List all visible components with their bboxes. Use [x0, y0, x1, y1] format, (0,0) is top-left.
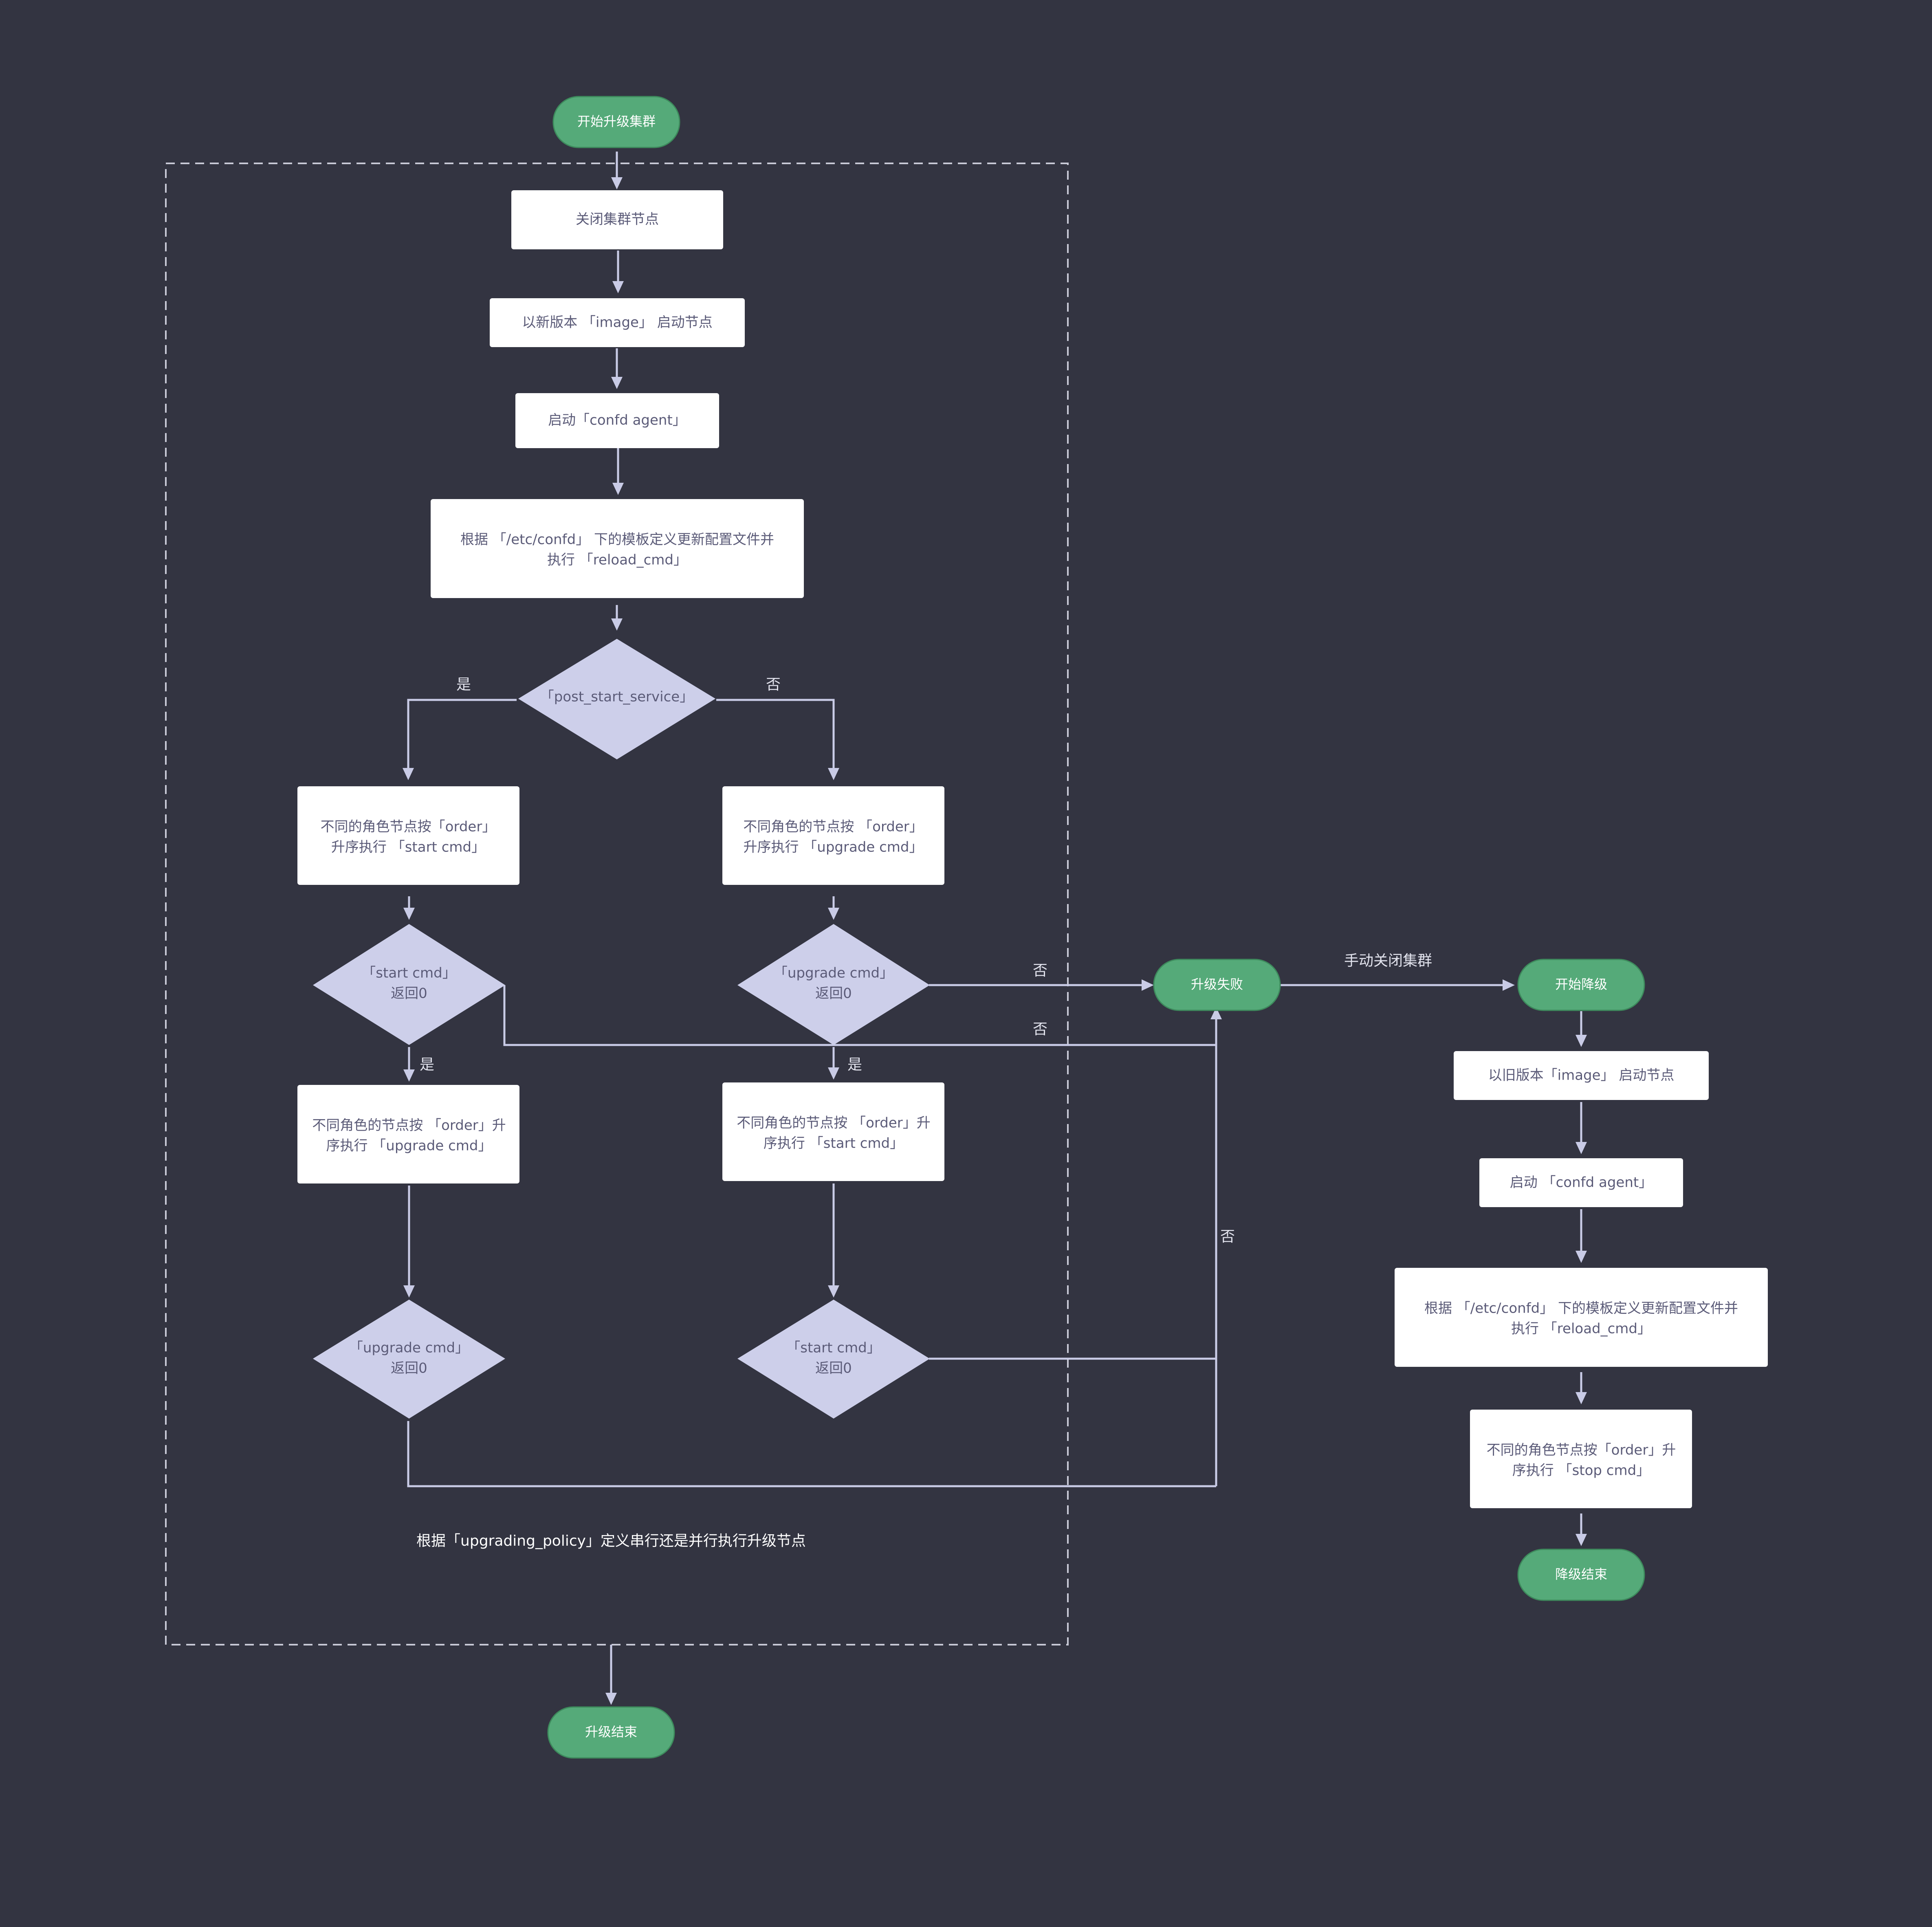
start-downgrade-label: 开始降级: [1555, 977, 1607, 992]
start-confd-process: 启动「confd agent」: [515, 393, 719, 448]
reload-config-2-process: 根据 「/etc/confd」 下的模板定义更新配置文件并 执行 「reload…: [1395, 1268, 1768, 1367]
arrowhead: [1576, 1035, 1587, 1047]
upgrade-group-frame: [165, 163, 1069, 1645]
group-note: 根据「upgrading_policy」定义串行还是并行执行升级节点: [416, 1533, 806, 1549]
start-cmd-bottom-line-2: 返回0: [815, 1360, 852, 1377]
left-start-cmd-process: 不同的角色节点按「order」 升序执行 「start cmd」: [297, 786, 519, 885]
reload-config-line-2: 执行 「reload_cmd」: [547, 552, 687, 568]
upgrade-end-label: 升级结束: [585, 1724, 637, 1740]
arrowhead: [611, 177, 623, 189]
stop-cmd-process: 不同的角色节点按「order」升 序执行 「stop cmd」: [1470, 1410, 1692, 1508]
right-upgrade-cmd-process: 不同角色的节点按 「order」 升序执行 「upgrade cmd」: [722, 786, 944, 885]
arrowhead: [828, 908, 839, 920]
upgrade-cmd-bottom-line-2: 返回0: [391, 1360, 427, 1377]
close-nodes-process: 关闭集群节点: [511, 190, 723, 249]
upgrade-cmd-top-decision: 「upgrade cmd」 返回0: [737, 924, 930, 1045]
right-upgrade-cmd-line-2: 升序执行 「upgrade cmd」: [743, 839, 923, 856]
arrowhead: [403, 1285, 415, 1298]
right-start-cmd-process: 不同角色的节点按 「order」升 序执行 「start cmd」: [722, 1082, 944, 1181]
arrowhead: [828, 768, 839, 780]
downgrade-end-terminal: 降级结束: [1517, 1549, 1645, 1601]
edge-post-yes: [407, 699, 517, 770]
right-start-cmd-line-2: 序执行 「start cmd」: [764, 1135, 904, 1152]
arrowhead: [403, 768, 414, 780]
edge-label-yes-upgrade: 是: [847, 1056, 862, 1073]
arrowhead: [828, 1067, 839, 1080]
connectors: [403, 152, 1587, 1705]
edge-label-manual-close: 手动关闭集群: [1344, 953, 1432, 969]
start-downgrade-terminal: 开始降级: [1517, 959, 1645, 1011]
post-start-service-decision: 「post_start_service」: [518, 639, 715, 759]
arrowhead: [1210, 1007, 1222, 1019]
arrowhead: [1576, 1534, 1587, 1546]
stop-cmd-line-1: 不同的角色节点按「order」升: [1487, 1442, 1676, 1458]
upgrade-cmd-top-line-2: 返回0: [815, 985, 852, 1002]
arrowhead: [611, 618, 623, 631]
arrowhead: [1576, 1251, 1587, 1263]
edge-label-no-vertical: 否: [1220, 1228, 1235, 1245]
left-upgrade-cmd-process: 不同角色的节点按 「order」升 序执行 「upgrade cmd」: [297, 1085, 519, 1183]
left-start-cmd-line-1: 不同的角色节点按「order」: [321, 819, 496, 835]
arrowhead: [611, 377, 623, 389]
start-cmd-top-line-1: 「start cmd」: [362, 965, 456, 981]
upgrade-end-terminal: 升级结束: [547, 1706, 675, 1759]
start-cmd-bottom-line-1: 「start cmd」: [786, 1340, 880, 1356]
upgrade-failed-terminal: 升级失败: [1153, 959, 1281, 1011]
left-upgrade-cmd-line-2: 序执行 「upgrade cmd」: [326, 1138, 492, 1154]
edge-label-no-upgrade: 否: [1033, 962, 1047, 979]
start-upgrade-terminal: 开始升级集群: [552, 96, 680, 148]
upgrade-failed-label: 升级失败: [1191, 977, 1243, 992]
start-cmd-top-decision: 「start cmd」 返回0: [313, 924, 505, 1045]
arrowhead: [612, 483, 624, 495]
start-confd-label: 启动「confd agent」: [548, 412, 687, 429]
arrowhead: [605, 1693, 617, 1705]
start-old-image-label: 以旧版本「image」 启动节点: [1488, 1067, 1675, 1084]
edge-start-no-to-fail: [503, 985, 1216, 1046]
arrowhead: [403, 1069, 415, 1082]
start-old-image-process: 以旧版本「image」 启动节点: [1454, 1051, 1709, 1100]
arrowhead: [1576, 1142, 1587, 1154]
downgrade-end-label: 降级结束: [1555, 1566, 1607, 1582]
left-start-cmd-line-2: 升序执行 「start cmd」: [331, 839, 485, 856]
arrowhead: [1503, 979, 1515, 991]
reload-config-2-line-1: 根据 「/etc/confd」 下的模板定义更新配置文件并: [1424, 1300, 1738, 1317]
upgrade-cmd-bottom-line-1: 「upgrade cmd」: [349, 1340, 469, 1356]
upgrade-cmd-bottom-decision: 「upgrade cmd」 返回0: [313, 1300, 505, 1419]
edge-label-yes-left: 是: [456, 676, 471, 693]
start-confd-2-label: 启动 「confd agent」: [1510, 1175, 1653, 1191]
edge-label-no-right: 否: [766, 676, 781, 693]
arrowhead: [1142, 979, 1154, 991]
start-cmd-bottom-decision: 「start cmd」 返回0: [737, 1300, 930, 1419]
arrowhead: [828, 1285, 839, 1298]
edge-label-no-start: 否: [1033, 1021, 1047, 1038]
upgrade-cmd-top-line-1: 「upgrade cmd」: [774, 965, 893, 981]
arrowhead: [1576, 1392, 1587, 1404]
start-new-image-process: 以新版本 「image」 启动节点: [490, 298, 745, 347]
right-start-cmd-line-1: 不同角色的节点按 「order」升: [737, 1115, 930, 1131]
start-upgrade-label: 开始升级集群: [577, 114, 656, 129]
reload-config-2-line-2: 执行 「reload_cmd」: [1511, 1321, 1651, 1337]
start-new-image-label: 以新版本 「image」 启动节点: [522, 315, 713, 331]
start-confd-2-process: 启动 「confd agent」: [1479, 1158, 1683, 1207]
right-upgrade-cmd-line-1: 不同角色的节点按 「order」: [743, 819, 923, 835]
reload-config-process: 根据 「/etc/confd」 下的模板定义更新配置文件并 执行 「reload…: [431, 499, 804, 598]
arrowhead: [403, 908, 415, 920]
edge-upgrade-bottom-to-bus: [407, 1421, 1216, 1487]
start-cmd-top-line-2: 返回0: [391, 985, 427, 1002]
reload-config-line-1: 根据 「/etc/confd」 下的模板定义更新配置文件并: [460, 532, 774, 548]
stop-cmd-line-2: 序执行 「stop cmd」: [1512, 1463, 1650, 1479]
arrowhead: [612, 281, 624, 293]
close-nodes-label: 关闭集群节点: [576, 211, 659, 228]
left-upgrade-cmd-line-1: 不同角色的节点按 「order」升: [312, 1117, 506, 1134]
edge-label-yes-start: 是: [420, 1056, 434, 1073]
edge-post-no: [716, 699, 835, 770]
post-start-service-label: 「post_start_service」: [540, 689, 693, 705]
